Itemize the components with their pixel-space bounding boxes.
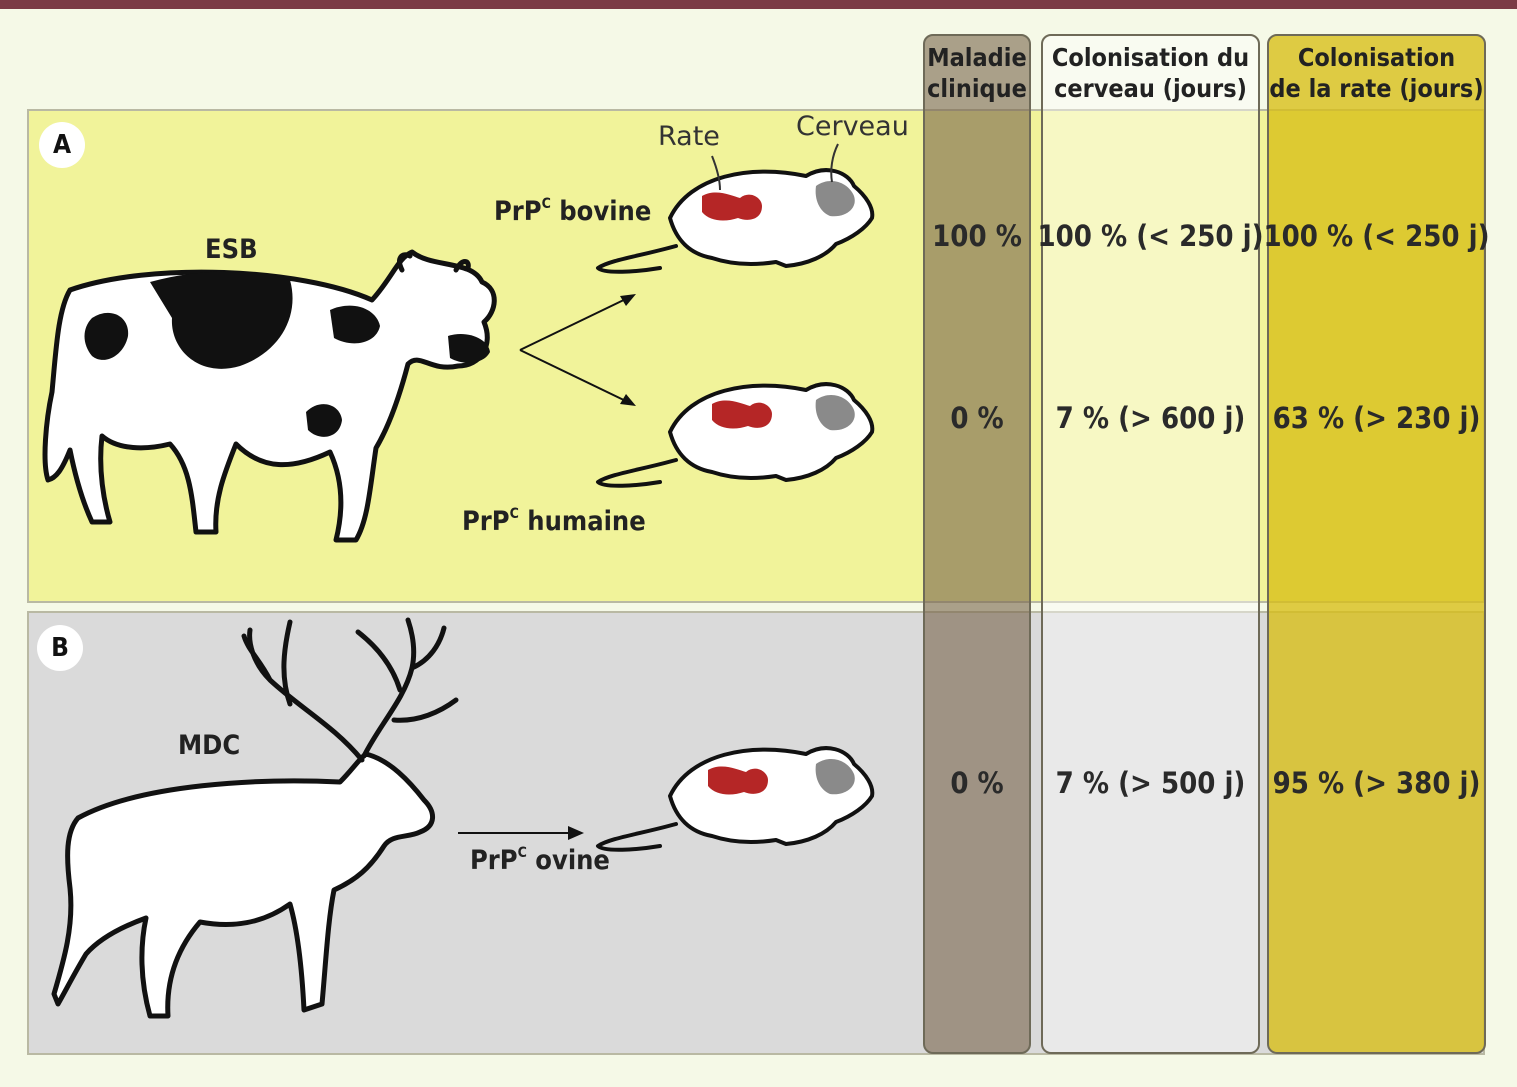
column-brain xyxy=(1041,34,1260,1054)
prp-ovine-label: PrPC ovine xyxy=(470,845,610,876)
column-clinical xyxy=(923,34,1031,1054)
row-ovine-clinical: 0 % xyxy=(950,766,1004,800)
row-ovine-spleen: 95 % (> 380 j) xyxy=(1272,766,1481,800)
mouse-top xyxy=(596,168,875,274)
prp-human-label: PrPC humaine xyxy=(462,506,646,537)
panel-b-marker: B xyxy=(37,625,83,671)
arrows xyxy=(458,295,633,834)
mouse-bottom xyxy=(596,746,875,852)
row-human-spleen: 63 % (> 230 j) xyxy=(1272,401,1481,435)
spleen-organ-label: Rate xyxy=(658,121,720,152)
row-human-brain: 7 % (> 600 j) xyxy=(1055,401,1246,435)
organ-leader-lines xyxy=(711,143,839,191)
prp-bovine-label: PrPC bovine xyxy=(494,196,652,227)
esb-label: ESB xyxy=(205,234,258,265)
panel-a-marker: A xyxy=(39,122,85,168)
brain-organ-label: Cerveau xyxy=(796,111,909,142)
cow-illustration xyxy=(42,249,497,543)
row-bovine-brain: 100 % (< 250 j) xyxy=(1037,219,1264,253)
mouse-middle xyxy=(596,382,875,488)
top-bar xyxy=(0,0,1517,9)
column-spleen xyxy=(1267,34,1486,1054)
row-bovine-spleen: 100 % (< 250 j) xyxy=(1263,219,1490,253)
deer-illustration xyxy=(51,617,459,1019)
arrowheads xyxy=(568,294,636,840)
row-ovine-brain: 7 % (> 500 j) xyxy=(1055,766,1246,800)
row-bovine-clinical: 100 % xyxy=(932,219,1022,253)
row-human-clinical: 0 % xyxy=(950,401,1004,435)
mdc-label: MDC xyxy=(178,730,241,761)
